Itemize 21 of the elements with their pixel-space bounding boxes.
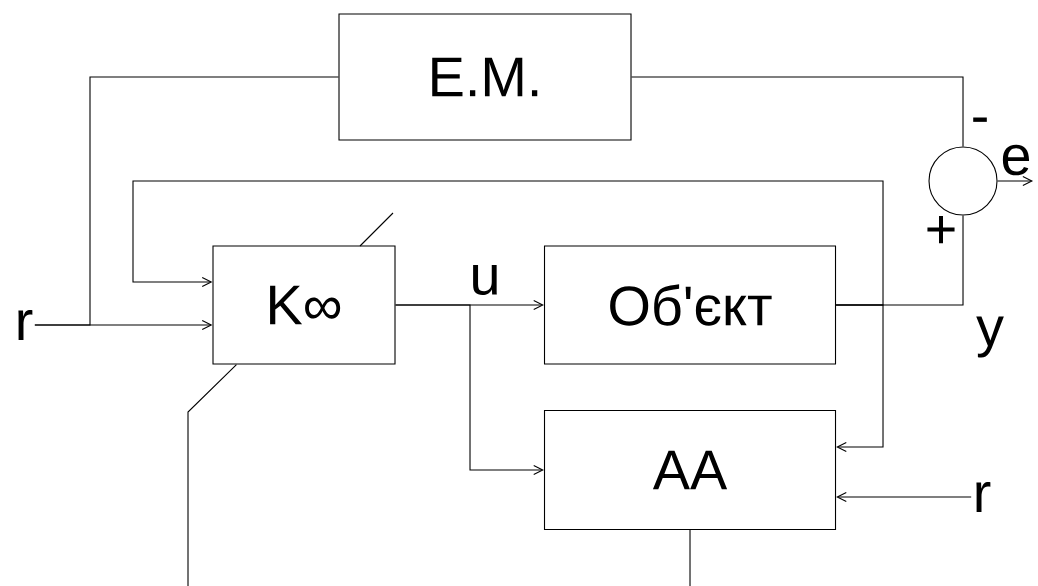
signal-label: r [18, 310, 33, 340]
summing-junction [928, 146, 998, 216]
connector-line [631, 76, 964, 147]
signal-label: y [976, 316, 1004, 358]
connector-line [34, 76, 339, 326]
block-box: E.M. [338, 13, 632, 141]
arrow [836, 491, 972, 503]
sign-label: + [927, 215, 955, 244]
connector-line [689, 529, 691, 586]
connector-line [187, 364, 237, 586]
signal-label: r [976, 482, 991, 512]
sign-label: - [973, 117, 987, 122]
block-box: AA [543, 409, 837, 531]
block-box: Об'єкт [543, 245, 837, 365]
arrow [395, 304, 544, 476]
edge-label: u [468, 264, 502, 296]
signal-label: e [1002, 144, 1030, 176]
arrow [132, 180, 884, 306]
arrow [997, 175, 1034, 187]
block-box: K∞ [212, 245, 396, 365]
arrow [835, 304, 884, 453]
